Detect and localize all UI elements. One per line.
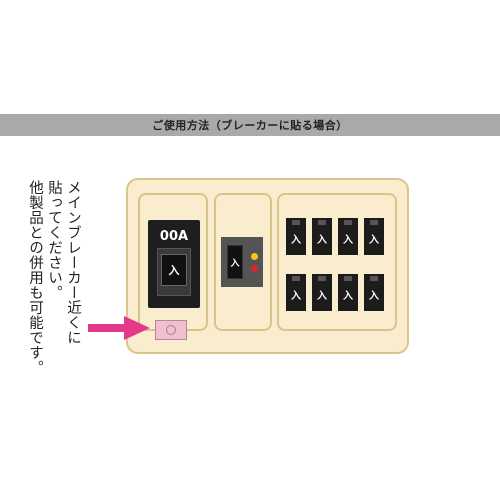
usage-banner: ご使用方法（ブレーカーに貼る場合） [0, 114, 500, 136]
instruction-line-2: 貼ってください。 [46, 180, 62, 300]
instruction-line-3: 他製品との併用も可能です。 [27, 180, 43, 375]
branch-breaker: 入 [286, 274, 306, 311]
red-indicator-icon [251, 265, 258, 272]
branch-breaker: 入 [312, 274, 332, 311]
branch-breaker: 入 [364, 274, 384, 311]
sticker-ring [166, 325, 176, 335]
main-breaker-rating: 00A [159, 229, 189, 244]
branch-breaker: 入 [312, 218, 332, 255]
main-breaker-switch: 入 [161, 254, 187, 286]
earth-leakage-breaker: 入 [221, 237, 263, 287]
branch-breaker: 入 [286, 218, 306, 255]
branch-breaker: 入 [338, 274, 358, 311]
arrow-right-icon [88, 316, 150, 340]
branch-breaker: 入 [338, 218, 358, 255]
instruction-line-1: メインブレーカー近くに [65, 180, 81, 345]
main-breaker: 00A 入 [148, 220, 200, 308]
banner-title: ご使用方法（ブレーカーに貼る場合） [152, 119, 348, 132]
branch-breaker: 入 [364, 218, 384, 255]
sticker-icon [155, 320, 187, 340]
elcb-switch: 入 [227, 245, 243, 279]
yellow-indicator-icon [251, 253, 258, 260]
